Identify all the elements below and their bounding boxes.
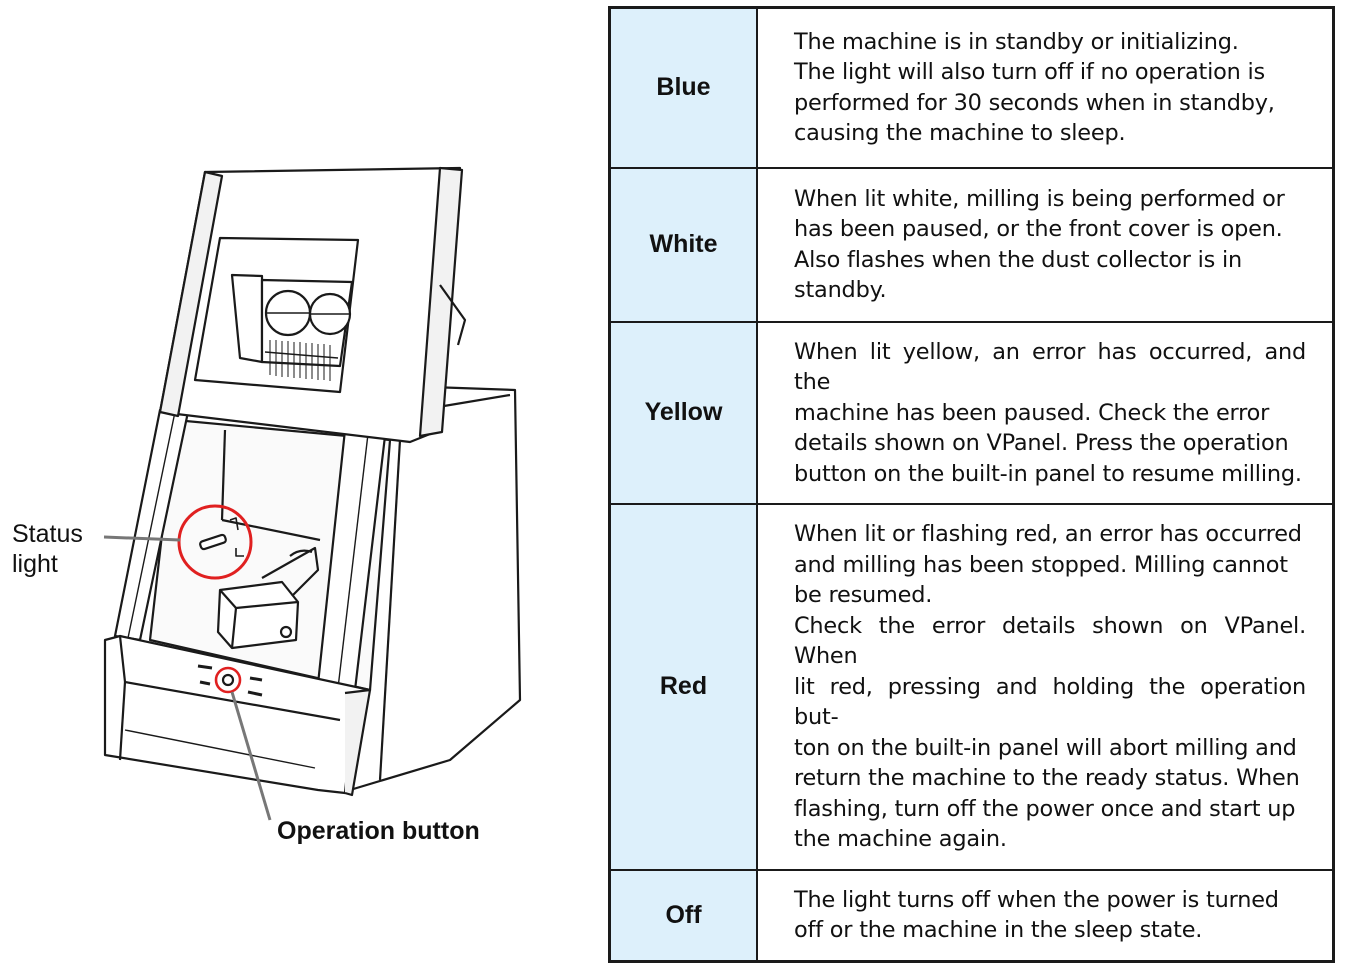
color-cell-red: Red	[608, 503, 758, 871]
description-cell: When lit white, milling is being perform…	[756, 166, 1335, 323]
description-cell: When lit or flashing red, an error has o…	[756, 503, 1335, 871]
description-line: Also flashes when the dust collector is …	[794, 246, 1243, 273]
operation-button-highlight	[214, 666, 242, 694]
milling-machine-illustration	[103, 166, 522, 821]
description-line: When lit yellow, an error has occurred, …	[794, 338, 1306, 396]
status-light-label-line-2: light	[12, 550, 58, 578]
color-cell-blue: Blue	[608, 6, 758, 169]
table-row: White When lit white, milling is being p…	[608, 166, 1335, 323]
description-line: ton on the built-in panel will abort mil…	[794, 734, 1297, 761]
description-line: be resumed.	[794, 582, 933, 608]
color-cell-white: White	[608, 166, 758, 323]
color-cell-off: Off	[608, 868, 758, 963]
description-line: causing the machine to sleep.	[794, 120, 1126, 147]
description-line: standby.	[794, 277, 887, 303]
description-line: return the machine to the ready status. …	[794, 765, 1300, 791]
status-light-highlight	[177, 504, 253, 580]
description-line: When lit white, milling is being perform…	[794, 185, 1285, 212]
description-line: machine has been paused. Check the error	[794, 399, 1270, 426]
description-line: and milling has been stopped. Milling ca…	[794, 551, 1288, 578]
machine-figure: Status light Operation button	[0, 0, 590, 888]
status-light-table: Blue The machine is in standby or initia…	[608, 6, 1335, 963]
description-cell: When lit yellow, an error has occurred, …	[756, 320, 1335, 505]
operation-button-leader	[230, 691, 272, 821]
status-light-callout: Status light	[12, 519, 83, 579]
color-cell-yellow: Yellow	[608, 320, 758, 505]
description-cell: The light turns off when the power is tu…	[756, 868, 1335, 963]
operation-button-callout: Operation button	[277, 817, 480, 845]
status-light-leader	[103, 535, 181, 542]
description-line: When lit or flashing red, an error has o…	[794, 521, 1302, 547]
description-line: Check the error details shown on VPanel.…	[794, 612, 1306, 670]
description-line: button on the built-in panel to resume m…	[794, 460, 1302, 487]
description-line: The machine is in standby or initializin…	[794, 28, 1239, 55]
description-line: the machine again.	[794, 826, 1007, 852]
status-light-label-line-1: Status	[12, 520, 83, 548]
description-line: off or the machine in the sleep state.	[794, 917, 1203, 944]
table-row: Red When lit or flashing red, an error h…	[608, 503, 1335, 871]
table-row: Yellow When lit yellow, an error has occ…	[608, 320, 1335, 505]
description-line: has been paused, or the front cover is o…	[794, 216, 1283, 242]
description-line: The light will also turn off if no opera…	[794, 59, 1266, 86]
description-line: performed for 30 seconds when in standby…	[794, 89, 1275, 116]
table-row: Off The light turns off when the power i…	[608, 868, 1335, 963]
table-row: Blue The machine is in standby or initia…	[608, 6, 1335, 169]
description-cell: The machine is in standby or initializin…	[756, 6, 1335, 169]
description-line: details shown on VPanel. Press the opera…	[794, 430, 1289, 456]
description-line: lit red, pressing and holding the operat…	[794, 673, 1306, 731]
description-line: The light turns off when the power is tu…	[794, 886, 1279, 913]
description-line: flashing, turn off the power once and st…	[794, 795, 1296, 822]
